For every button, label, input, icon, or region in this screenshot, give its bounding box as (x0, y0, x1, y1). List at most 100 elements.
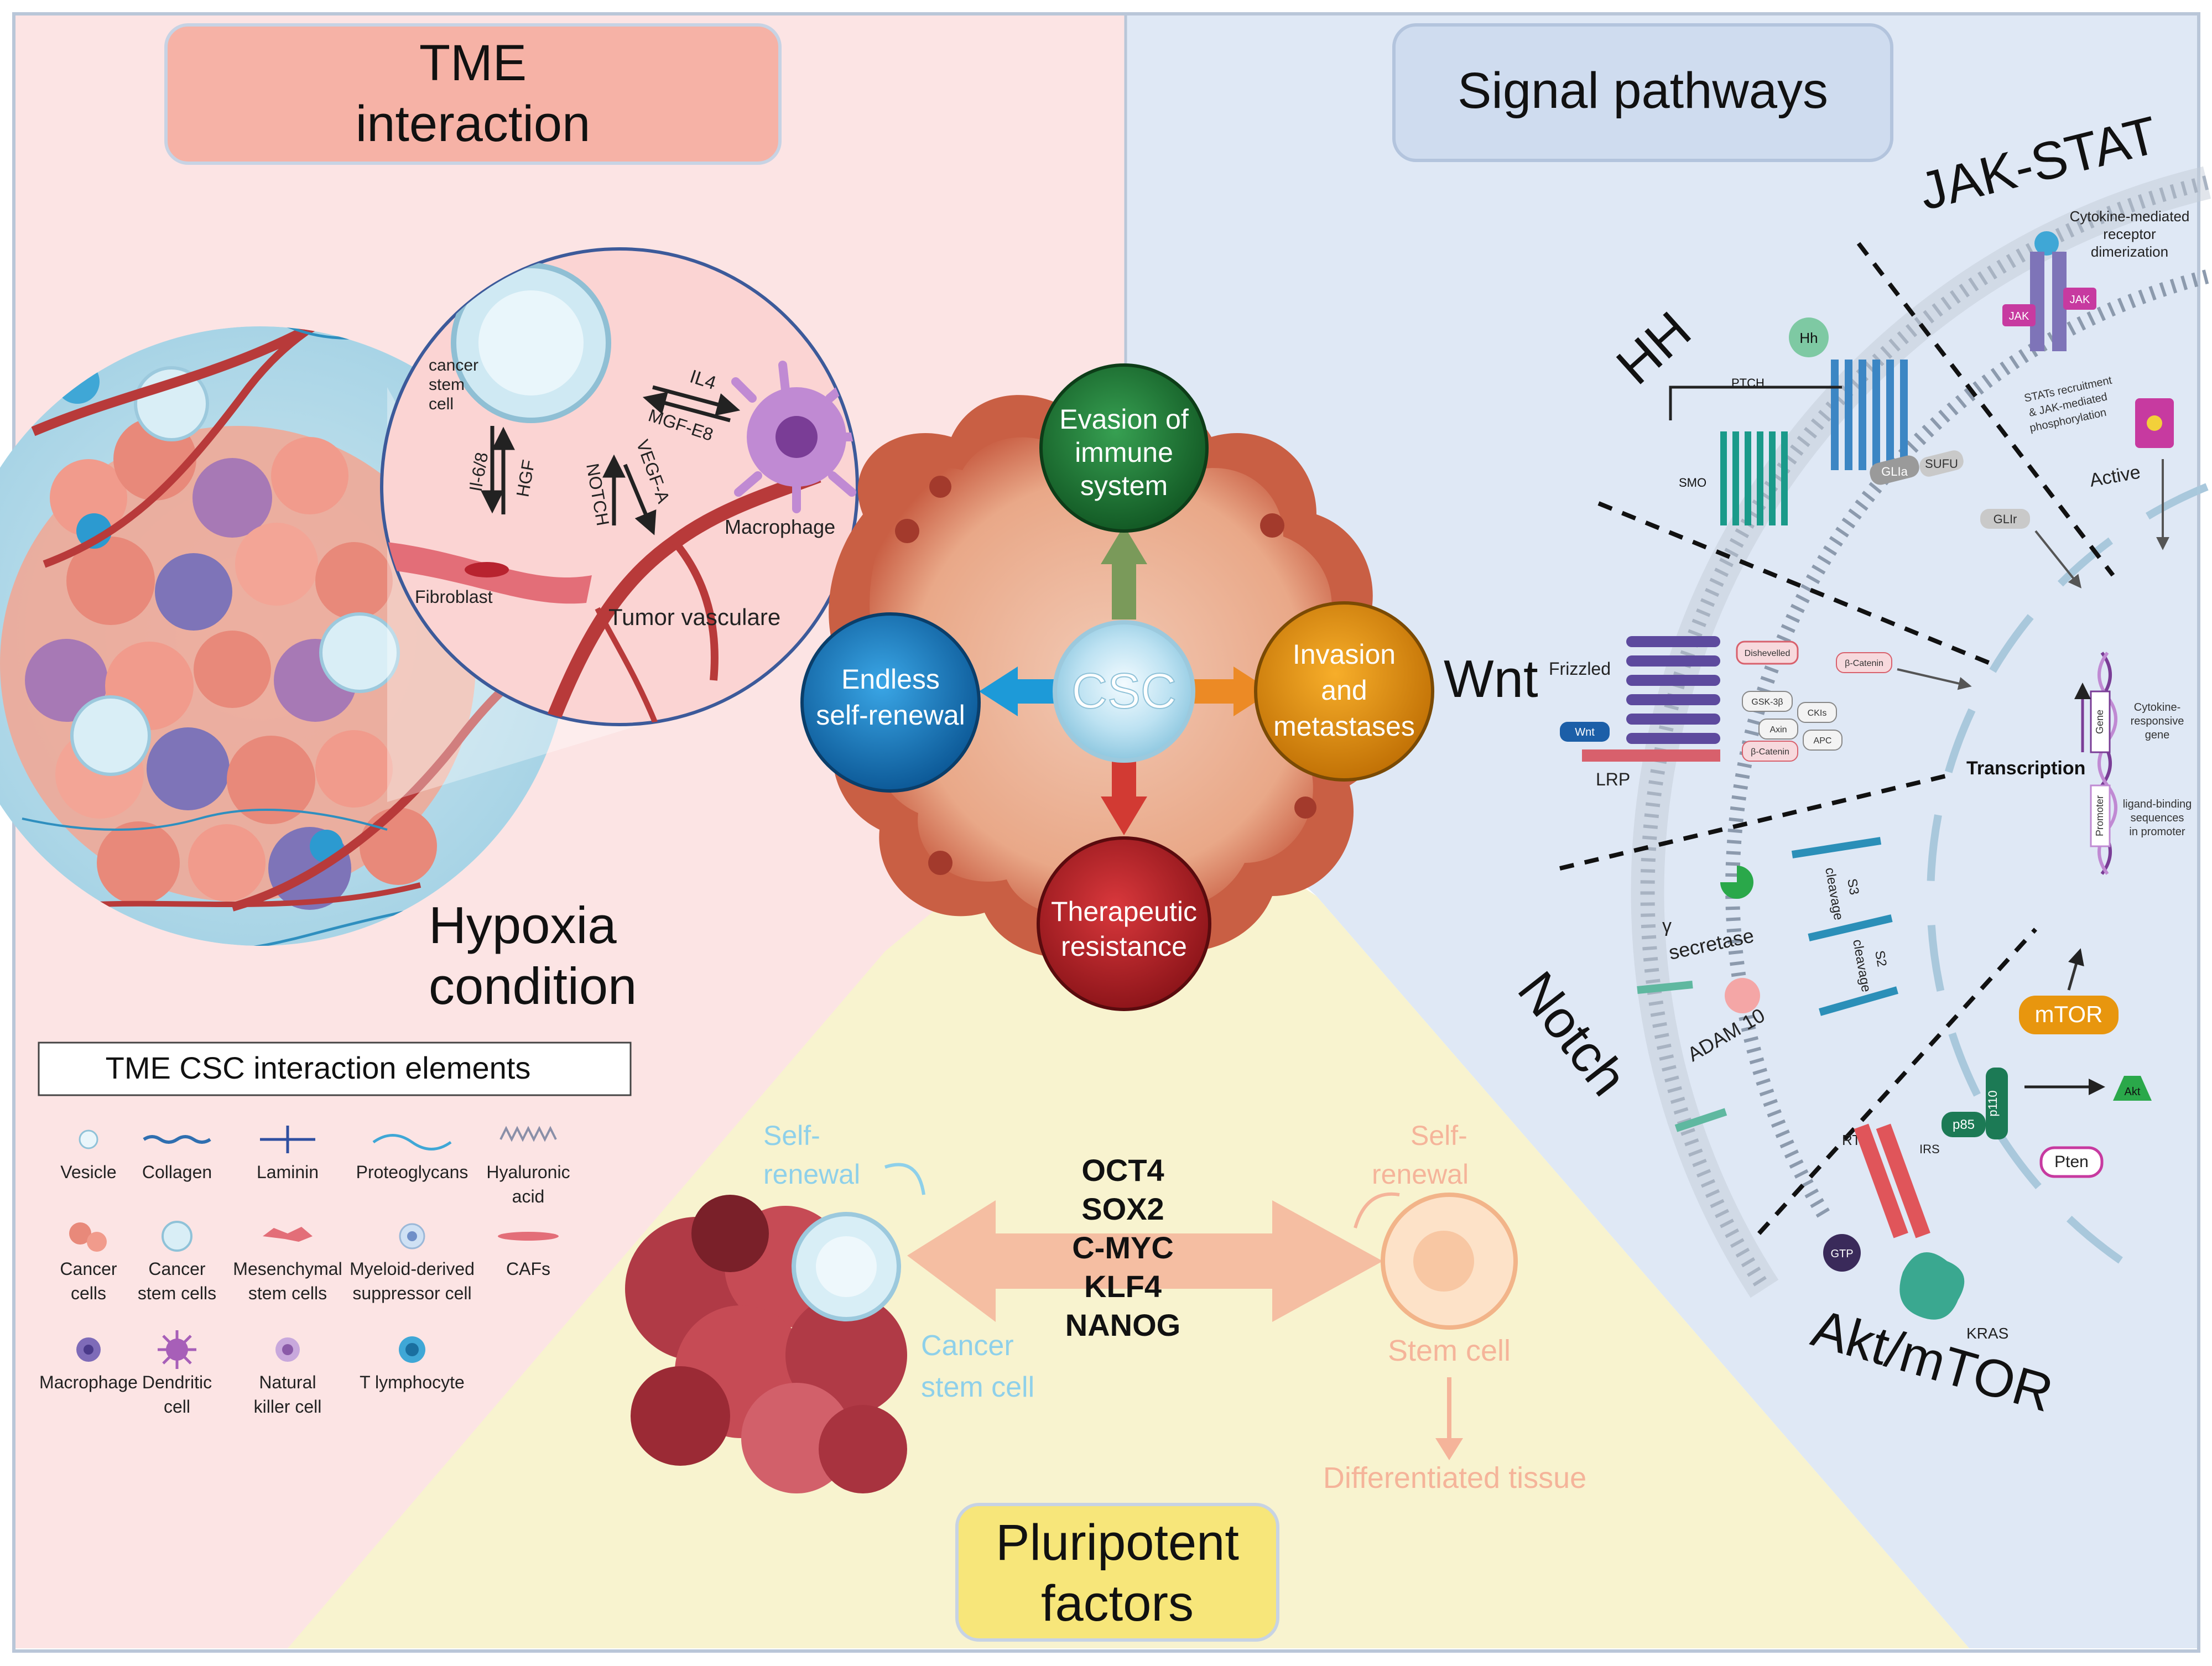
inset-cancer-label-2: stem (429, 376, 465, 394)
hypoxia-line2: condition (429, 957, 637, 1015)
gtp-icon (1823, 1234, 1861, 1272)
lrp-receptor (1582, 749, 1720, 762)
pluripotent-factor: KLF4 (1084, 1269, 1162, 1304)
tme-title-box (164, 23, 782, 165)
pluripotent-factor: SOX2 (1081, 1191, 1164, 1226)
bidirectional-arrow (907, 1200, 1383, 1322)
pluripotent-title-line2: factors (1041, 1575, 1194, 1632)
right-self-renewal-2: renewal (1372, 1159, 1469, 1190)
evasion-line3: system (1080, 470, 1168, 501)
left-renewal-arrow (884, 1163, 925, 1195)
p85-label: p85 (1953, 1117, 1975, 1132)
hh-ligand-icon (1789, 317, 1829, 357)
laminin-icon (260, 1126, 315, 1153)
irs-label: IRS (1919, 1142, 1940, 1156)
dishevelled-box (1736, 641, 1799, 665)
resistance-line2: resistance (1061, 931, 1187, 962)
mtor-arrow (2067, 948, 2084, 991)
cytokine-line3: dimerization (2091, 243, 2168, 260)
arrow-right-head (1233, 667, 1272, 716)
rtk-receptor (1854, 1123, 1930, 1238)
arrow-left-head (979, 667, 1018, 716)
wnt-ligand-icon (1560, 722, 1610, 742)
gene-box (2090, 690, 2111, 753)
legend-label: Macrophage (39, 1372, 138, 1392)
jak-receptor-left (2030, 252, 2044, 351)
evasion-bubble (1039, 363, 1209, 533)
ckis-box (1797, 702, 1837, 723)
cancer-stem-cell-cluster (625, 1195, 907, 1493)
legend-label: suppressor cell (352, 1283, 471, 1303)
legend-label: Myeloid-derived (350, 1259, 475, 1279)
gtp-label: GTP (1830, 1248, 1853, 1260)
legend-label: Dendritic (142, 1372, 212, 1392)
caf-icon (498, 1232, 559, 1241)
mgf-arrow (642, 392, 731, 423)
hh-ligand-label: Hh (1799, 330, 1818, 346)
inset-cancer-label-1: cancer (429, 356, 478, 374)
legend-label: Cancer (148, 1259, 206, 1279)
hypoxia-line1: Hypoxia (429, 896, 617, 954)
cytokine-gene-line2: responsive (2131, 715, 2184, 727)
p85-box (1942, 1112, 1986, 1137)
mtor-label: mTOR (2035, 1001, 2103, 1027)
pluripotent-factor: NANOG (1065, 1308, 1180, 1342)
stem-cell-nucleus (1413, 1231, 1474, 1292)
apc-box (1803, 730, 1843, 751)
self-renewal-bubble (800, 612, 981, 793)
legend-label: Proteoglycans (356, 1162, 469, 1182)
evasion-line1: Evasion of (1059, 404, 1189, 435)
legend-item: Vesicle (60, 1129, 117, 1182)
legend-label: Vesicle (60, 1162, 116, 1182)
legend-label: Hyaluronic (486, 1162, 570, 1182)
akt-label: Akt (2125, 1086, 2141, 1098)
gamma-secretase-icon (1720, 866, 1753, 899)
arrow-up-head (1101, 525, 1147, 564)
cancer-stem-cell-label-1: Cancer (921, 1330, 1014, 1362)
differentiation-arrow-head (1435, 1438, 1463, 1460)
self-renewal-line1: Endless (841, 664, 940, 695)
transcription-label: Transcription (1966, 758, 2085, 779)
wnt-arrow (1897, 668, 1972, 690)
glia-box (1870, 455, 1919, 485)
signal-title-box (1392, 23, 1893, 162)
jak-box-left (2002, 304, 2036, 326)
legend-label: T lymphocyte (360, 1372, 465, 1392)
akt-icon (2113, 1076, 2152, 1101)
resistance-bubble (1037, 836, 1211, 1011)
gsk3b-label: GSK-3β (1751, 697, 1783, 707)
fibroblast-label: Fibroblast (415, 587, 493, 607)
proteoglycan-icon (372, 1134, 452, 1150)
legend-label: Natural (259, 1372, 316, 1392)
resistance-line1: Therapeutic (1051, 896, 1197, 927)
mesenchymal-cell-icon (263, 1227, 313, 1242)
factors-list: OCT4 SOX2 C-MYC KLF4 NANOG (1065, 1153, 1180, 1342)
p110-label: p110 (1986, 1090, 2000, 1116)
lrp-label: LRP (1596, 769, 1630, 789)
invasion-line1: Invasion (1293, 639, 1396, 670)
jak-label-2: JAK (2070, 294, 2090, 306)
smo-receptor (1720, 431, 1788, 525)
glir-label: GLIr (1994, 512, 2017, 526)
vesicle-icon (79, 1129, 98, 1149)
pten-box (2039, 1146, 2104, 1178)
stat-phospho-icon (2147, 415, 2162, 431)
cytokine-gene-line1: Cytokine- (2134, 701, 2180, 714)
promoter-label: Promoter (2094, 795, 2105, 836)
gsk3b-box (1742, 691, 1793, 712)
inset-cancer-label-3: cell (429, 395, 454, 413)
t-lymphocyte-icon (399, 1336, 425, 1363)
legend-label: Mesenchymal (233, 1259, 342, 1279)
cancer-stem-cell-label-2: stem cell (921, 1371, 1034, 1403)
pluripotent-title-line1: Pluripotent (996, 1514, 1239, 1571)
s3-label: S3 (1844, 877, 1862, 896)
left-self-renewal-2: renewal (763, 1159, 860, 1190)
legend-item: Laminin (257, 1126, 319, 1182)
ckis-label: CKIs (1808, 709, 1827, 718)
mtor-box (2019, 996, 2119, 1034)
